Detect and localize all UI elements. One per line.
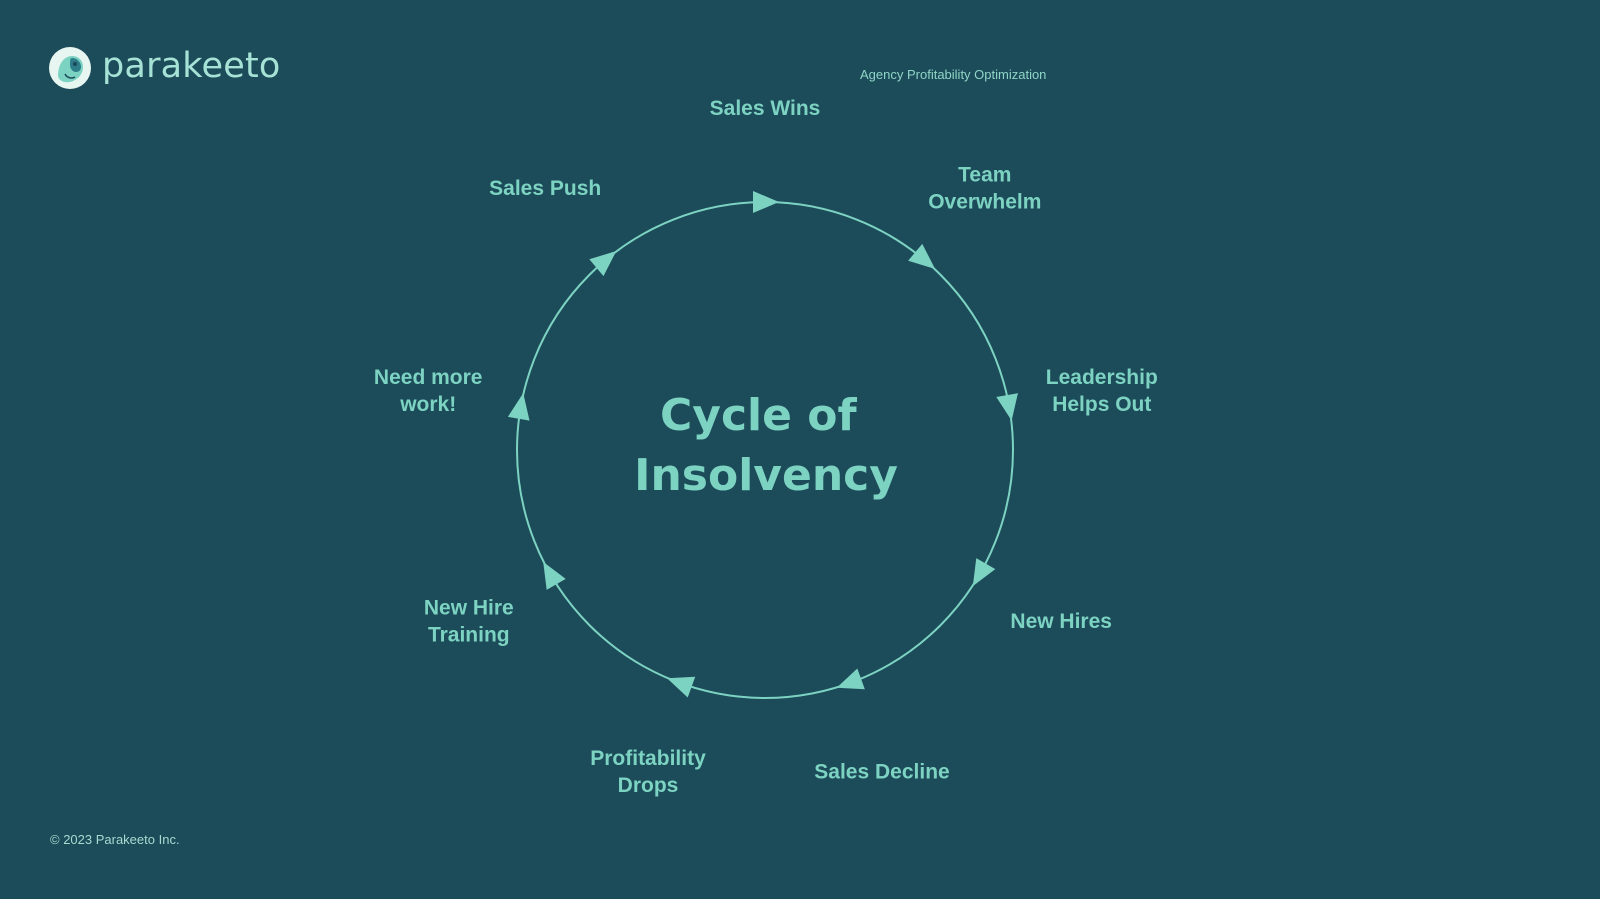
cycle-arrow bbox=[908, 243, 936, 269]
cycle-step-label: Sales Push bbox=[489, 177, 601, 200]
cycle-step-label: Sales Wins bbox=[710, 97, 821, 120]
cycle-step-label-line: Sales Wins bbox=[710, 97, 821, 120]
cycle-arrow bbox=[589, 251, 617, 277]
cycle-step-label-line: Sales Decline bbox=[814, 760, 949, 783]
cycle-step-label-line: Drops bbox=[618, 774, 679, 797]
brand: parakeeto bbox=[48, 46, 281, 90]
copyright-notice: © 2023 Parakeeto Inc. bbox=[50, 832, 180, 847]
cycle-step-label-line: Need more bbox=[374, 366, 483, 389]
cycle-arrow bbox=[996, 393, 1018, 421]
cycle-step-label-line: Leadership bbox=[1046, 366, 1158, 389]
cycle-arrows bbox=[507, 191, 1018, 698]
cycle-arrow bbox=[543, 561, 566, 590]
cycle-step-label-line: Team bbox=[958, 164, 1011, 187]
cycle-step-label-line: Overwhelm bbox=[928, 191, 1041, 214]
cycle-title-line: Cycle of bbox=[660, 390, 858, 441]
cycle-title: Cycle of Insolvency bbox=[634, 390, 898, 501]
cycle-arrow bbox=[836, 668, 865, 690]
header-subtitle: Agency Profitability Optimization bbox=[860, 67, 1047, 82]
cycle-title-line: Insolvency bbox=[634, 450, 898, 501]
cycle-arrow bbox=[507, 393, 530, 421]
cycle-step-label-line: Sales Push bbox=[489, 177, 601, 200]
cycle-step-label: Need more work! bbox=[374, 366, 483, 416]
cycle-step-label-line: Profitability bbox=[590, 747, 706, 770]
cycle-arrow bbox=[667, 676, 696, 698]
parakeet-logo-icon bbox=[49, 47, 91, 89]
cycle-step-label-line: New Hires bbox=[1010, 610, 1112, 633]
cycle-step-label-line: Helps Out bbox=[1052, 393, 1151, 416]
cycle-step-label: Sales Decline bbox=[814, 760, 949, 783]
cycle-arrow bbox=[972, 558, 996, 587]
cycle-step-label-line: Training bbox=[428, 624, 510, 647]
cycle-step-label: New Hires bbox=[1010, 610, 1112, 633]
cycle-step-label-line: New Hire bbox=[424, 597, 514, 620]
cycle-arrow bbox=[753, 191, 779, 213]
brand-name: parakeeto bbox=[102, 45, 281, 86]
cycle-step-label-line: work! bbox=[399, 393, 456, 416]
